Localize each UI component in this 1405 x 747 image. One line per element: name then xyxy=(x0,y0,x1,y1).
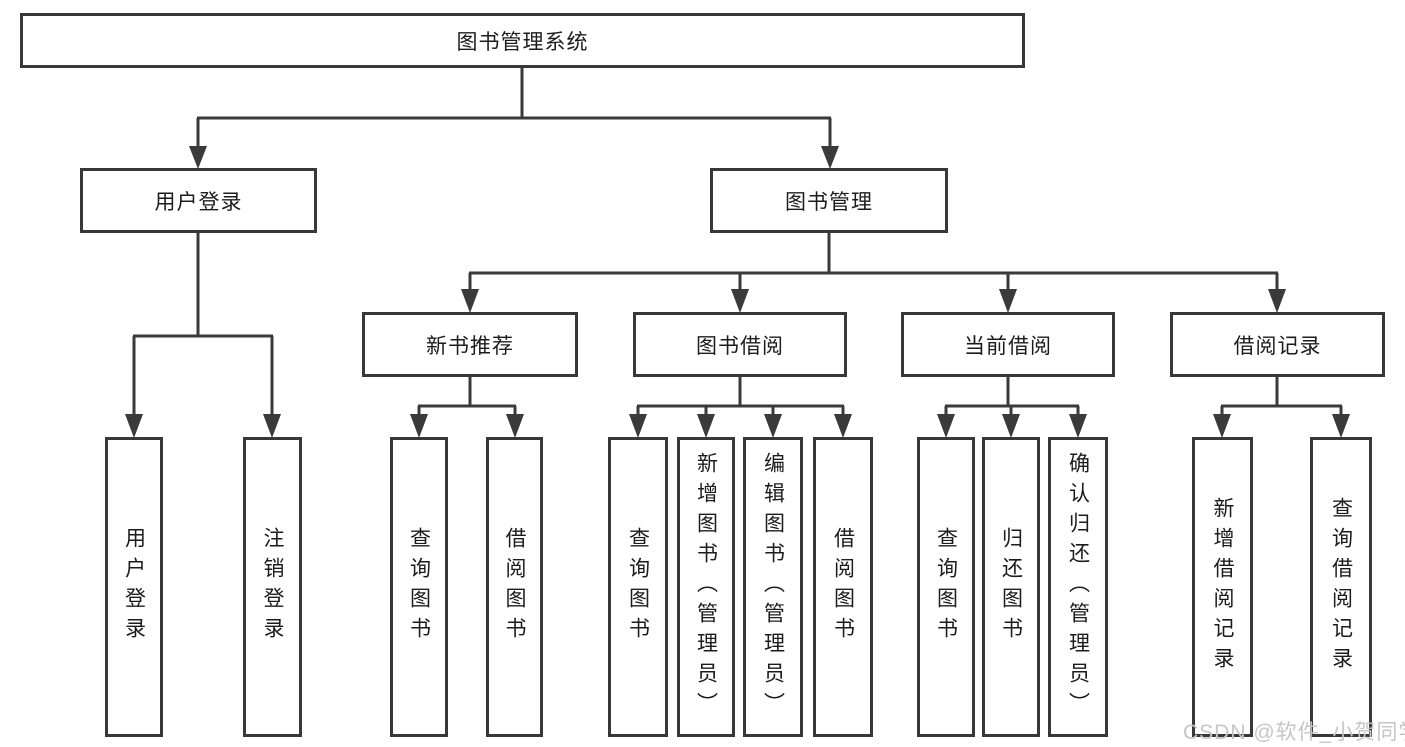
node-book-borrow: 图书借阅 xyxy=(633,312,847,377)
leaf-recommend-borrow-books-label: 借阅图书 xyxy=(503,527,526,647)
leaf-user-login: 用户登录 xyxy=(105,437,163,737)
leaf-records-query-record-label: 查询借阅记录 xyxy=(1329,497,1353,677)
leaf-current-return-books-label: 归还图书 xyxy=(999,527,1023,647)
leaf-current-query-books-label: 查询图书 xyxy=(934,527,958,647)
node-book-management: 图书管理 xyxy=(710,168,948,233)
leaf-borrow-add-books-admin: 新增图书（管理员） xyxy=(677,437,735,737)
leaf-borrow-query-books: 查询图书 xyxy=(608,437,668,737)
leaf-logout: 注销登录 xyxy=(243,437,302,737)
connector-new-book-recommend-to-leaves xyxy=(410,377,524,438)
connector-book-borrow-to-leaves xyxy=(629,377,852,438)
connector-borrow-records-to-leaves xyxy=(1213,377,1350,438)
leaf-recommend-query-books: 查询图书 xyxy=(390,437,448,737)
node-root: 图书管理系统 xyxy=(20,13,1025,68)
node-user-login-label: 用户登录 xyxy=(154,190,243,214)
connector-root-to-level1 xyxy=(189,66,839,169)
leaf-borrow-borrow-books-label: 借阅图书 xyxy=(831,527,855,647)
leaf-borrow-borrow-books: 借阅图书 xyxy=(813,437,873,737)
node-borrow-records-label: 借阅记录 xyxy=(1233,334,1322,358)
node-borrow-records: 借阅记录 xyxy=(1170,312,1385,377)
leaf-records-add-record: 新增借阅记录 xyxy=(1192,437,1253,737)
node-book-management-label: 图书管理 xyxy=(785,190,873,214)
node-current-borrow: 当前借阅 xyxy=(901,312,1115,377)
node-root-label: 图书管理系统 xyxy=(456,30,589,54)
leaf-current-query-books: 查询图书 xyxy=(917,437,975,737)
leaf-current-return-books: 归还图书 xyxy=(982,437,1040,737)
node-new-book-recommend: 新书推荐 xyxy=(362,312,578,377)
node-current-borrow-label: 当前借阅 xyxy=(964,334,1052,358)
leaf-current-confirm-return-admin-label: 确认归还（管理员） xyxy=(1066,452,1090,722)
node-new-book-recommend-label: 新书推荐 xyxy=(426,334,514,358)
leaf-recommend-borrow-books: 借阅图书 xyxy=(486,437,543,737)
leaf-user-login-label: 用户登录 xyxy=(122,527,146,647)
connector-book-management-to-level2 xyxy=(461,233,1286,313)
leaf-recommend-query-books-label: 查询图书 xyxy=(407,527,431,647)
leaf-records-add-record-label: 新增借阅记录 xyxy=(1211,497,1234,677)
connector-current-borrow-to-leaves xyxy=(937,377,1087,438)
leaf-current-confirm-return-admin: 确认归还（管理员） xyxy=(1048,437,1108,737)
node-book-borrow-label: 图书借阅 xyxy=(696,334,784,358)
leaf-borrow-query-books-label: 查询图书 xyxy=(626,527,650,647)
leaf-borrow-edit-books-admin-label: 编辑图书（管理员） xyxy=(761,452,785,722)
leaf-borrow-edit-books-admin: 编辑图书（管理员） xyxy=(743,437,803,737)
leaf-records-query-record: 查询借阅记录 xyxy=(1310,437,1372,737)
connector-user-login-to-leaves xyxy=(125,233,281,438)
csdn-watermark: CSDN @软件_小贺同学 xyxy=(1183,721,1405,744)
leaf-logout-label: 注销登录 xyxy=(261,527,284,647)
leaf-borrow-add-books-admin-label: 新增图书（管理员） xyxy=(694,452,718,722)
node-user-login: 用户登录 xyxy=(80,168,317,233)
